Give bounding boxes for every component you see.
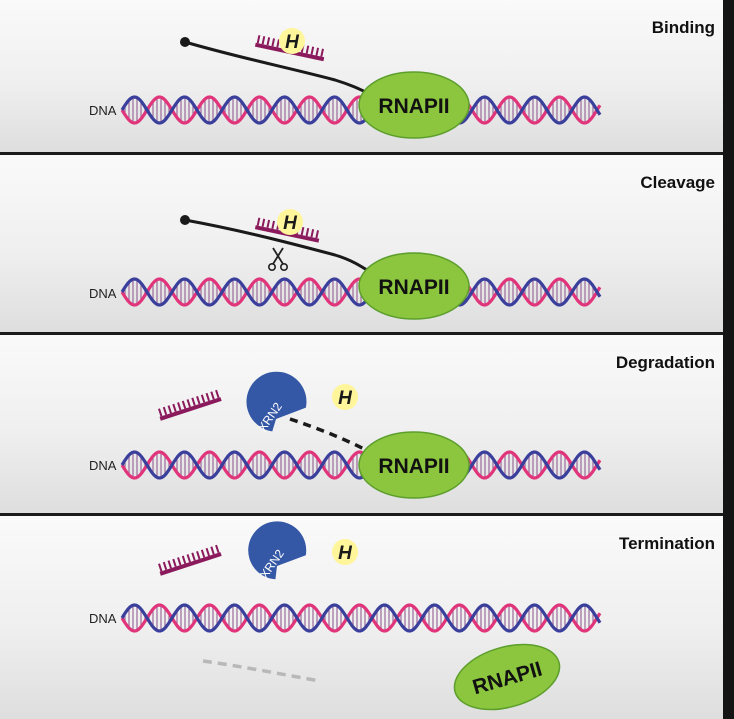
helicase-badge: H <box>332 539 358 565</box>
helicase-label: H <box>338 388 353 409</box>
helicase-badge: H <box>277 209 303 235</box>
dna-strand-blue <box>120 277 602 307</box>
panel-degradation: Degradation DNA XRN2 H RNAPII <box>0 335 723 513</box>
rnapii-complex: RNAPII <box>358 431 470 499</box>
helicase-badge: H <box>279 28 305 54</box>
rna-5prime-cap <box>180 37 190 47</box>
rna-being-degraded <box>289 417 373 455</box>
termination-diagram: XRN2 H RNAPII <box>120 521 602 711</box>
dna-strand-pink <box>120 450 602 480</box>
rnapii-label: RNAPII <box>378 276 449 299</box>
dna-strand-blue <box>120 603 602 633</box>
released-oligo <box>158 544 222 576</box>
helicase-label: H <box>283 213 298 234</box>
dna-base-pairs <box>124 605 594 631</box>
panel-title: Cleavage <box>640 173 715 192</box>
dna-strand-pink <box>120 603 602 633</box>
xrn2-exonuclease: XRN2 <box>248 521 307 581</box>
dna-label: DNA <box>89 458 117 473</box>
panel-binding: Binding DNA H RNAPII <box>0 0 723 152</box>
binding-diagram: H RNAPII <box>120 28 602 139</box>
dna-strand-blue <box>120 95 602 125</box>
rna-transcript <box>184 218 379 279</box>
panel-termination: Termination DNA XRN2 H RNAPII <box>0 516 723 719</box>
right-edge-strip <box>723 0 734 719</box>
panel-title: Binding <box>651 18 715 37</box>
released-oligo <box>158 389 222 421</box>
cleavage-diagram: H RNAPII <box>120 209 602 320</box>
released-rnapii: RNAPII <box>453 643 561 711</box>
helicase-label: H <box>338 543 353 564</box>
rna-transcript <box>184 40 379 100</box>
degradation-diagram: XRN2 H RNAPII <box>120 371 602 499</box>
dna-label: DNA <box>89 286 117 301</box>
degraded-rna-fragment <box>202 659 321 683</box>
rnapii-label: RNAPII <box>378 95 449 118</box>
dna-strand-blue <box>120 450 602 480</box>
xrn2-exonuclease: XRN2 <box>246 371 307 434</box>
dna-label: DNA <box>89 103 117 118</box>
panel-title: Degradation <box>615 353 715 372</box>
rnapii-complex: RNAPII <box>358 252 470 320</box>
dna-helix <box>120 603 602 633</box>
rna-5prime-cap <box>180 215 190 225</box>
scissors-icon <box>268 247 289 272</box>
rnapii-label: RNAPII <box>378 455 449 478</box>
helicase-badge: H <box>332 384 358 410</box>
rnapii-complex: RNAPII <box>358 71 470 139</box>
panel-cleavage: Cleavage DNA H RNAPI <box>0 155 723 332</box>
panel-title: Termination <box>618 534 715 553</box>
helicase-label: H <box>285 32 300 53</box>
dna-label: DNA <box>89 611 117 626</box>
